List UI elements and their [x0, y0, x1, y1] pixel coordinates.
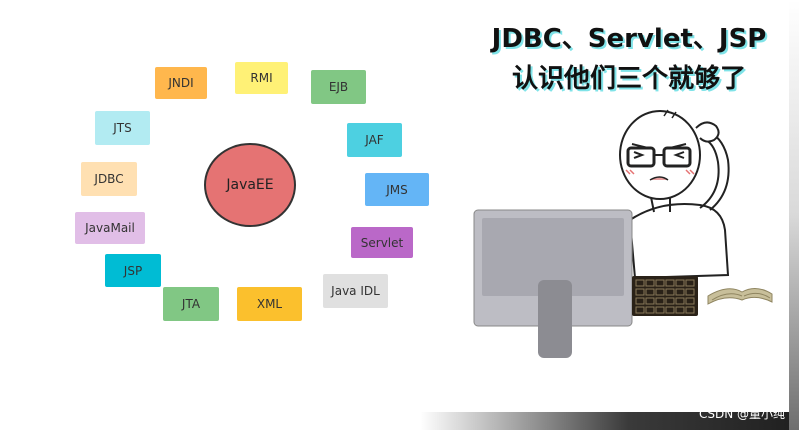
- tag-jdbc: JDBC: [81, 162, 137, 196]
- open-book-icon: [707, 288, 773, 305]
- tag-jaf: JAF: [347, 123, 402, 157]
- csdn-watermark: CSDN @童小纯: [698, 407, 785, 421]
- slide-shadow-bottom: [420, 412, 799, 430]
- person-hand: [695, 121, 720, 143]
- tag-jta: JTA: [163, 287, 219, 321]
- javaee-circle: JavaEE: [204, 143, 296, 227]
- tag-xml: XML: [237, 287, 302, 321]
- tag-servlet: Servlet: [351, 227, 413, 258]
- keyboard-icon: [632, 276, 698, 316]
- person-body: [628, 203, 730, 280]
- tag-jsp: JSP: [105, 254, 161, 287]
- title-line-1: JDBC、Servlet、JSP: [491, 24, 767, 54]
- tag-jndi: JNDI: [155, 67, 207, 99]
- tag-java-idl: Java IDL: [323, 274, 388, 308]
- title-line-2: 认识他们三个就够了: [511, 64, 746, 94]
- tag-jms: JMS: [365, 173, 429, 206]
- tag-javamail: JavaMail: [75, 212, 145, 244]
- monitor-stand: [538, 280, 572, 358]
- person-arm: [699, 139, 720, 209]
- tag-jts: JTS: [95, 111, 150, 145]
- slide-shadow-right: [789, 0, 799, 430]
- tag-ejb: EJB: [311, 70, 366, 104]
- confused-programmer-illustration: [473, 109, 773, 358]
- tag-rmi: RMI: [235, 62, 288, 94]
